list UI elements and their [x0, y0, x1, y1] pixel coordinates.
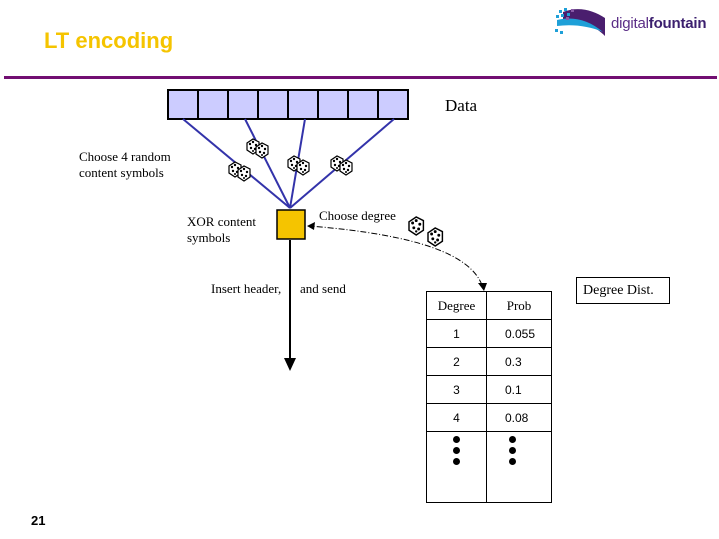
data-symbol-row [167, 89, 409, 120]
dice-icon [287, 155, 310, 176]
insert-header-label: Insert header, [211, 281, 282, 296]
dice-icon [228, 161, 251, 182]
logo-wave-icon [555, 8, 605, 36]
data-symbol-cell [257, 89, 289, 120]
dice-icon [246, 138, 269, 159]
data-symbol-cell [167, 89, 199, 120]
dice-icon [408, 216, 425, 236]
data-symbol-cell [317, 89, 349, 120]
data-symbol-cell [287, 89, 319, 120]
degree-arrow-head-left [307, 222, 315, 230]
table-row: 4 0.08 [427, 404, 551, 432]
degree-arrow-head-down [478, 283, 487, 291]
table-header-row: Degree Prob [427, 292, 551, 320]
table-row: 2 0.3 [427, 348, 551, 376]
dice-icon [427, 227, 444, 247]
degree-distribution-table: Degree Prob 1 0.055 2 0.3 3 0.1 4 0.08 [426, 291, 552, 503]
degree-cell: 1 [427, 320, 487, 347]
degree-arrow-curve [309, 225, 483, 286]
data-symbol-cell [347, 89, 379, 120]
title-rule [4, 76, 717, 79]
prob-cell: 0.055 [505, 326, 536, 341]
table-row: 3 0.1 [427, 376, 551, 404]
data-symbol-cell [227, 89, 259, 120]
data-label: Data [445, 96, 478, 115]
send-label: and send [300, 281, 346, 296]
table-ellipsis-row [427, 432, 551, 502]
prob-cell: 0.3 [505, 354, 522, 369]
header-prob: Prob [506, 297, 532, 313]
logo-text-fountain: fountain [648, 15, 707, 32]
data-symbol-cell [377, 89, 409, 120]
ellipsis-cell [427, 432, 487, 502]
vertical-ellipsis-icon [509, 436, 516, 465]
send-arrow-head [284, 358, 296, 371]
degree-dist-label: Degree Dist. [576, 277, 670, 304]
slide-title: LT encoding [44, 28, 174, 53]
prob-cell: 0.1 [505, 382, 522, 397]
logo-text-digital: digital [611, 15, 649, 32]
prob-cell: 0.08 [505, 410, 529, 425]
choose-symbols-label: Choose 4 random content symbols [79, 149, 171, 180]
logo-text: digitalfountain [611, 15, 707, 32]
ellipsis-cell [487, 432, 551, 502]
degree-cell: 4 [427, 404, 487, 431]
data-symbol-cell [197, 89, 229, 120]
header-degree: Degree [427, 292, 487, 319]
degree-cell: 3 [427, 376, 487, 403]
xor-label: XOR content symbols [187, 214, 256, 245]
xor-box [276, 209, 306, 240]
digitalfountain-logo: digitalfountain [553, 4, 719, 40]
vertical-ellipsis-icon [453, 436, 460, 465]
page-number: 21 [31, 513, 46, 528]
choose-degree-label: Choose degree [319, 208, 396, 223]
selection-line [244, 118, 291, 209]
table-row: 1 0.055 [427, 320, 551, 348]
degree-cell: 2 [427, 348, 487, 375]
